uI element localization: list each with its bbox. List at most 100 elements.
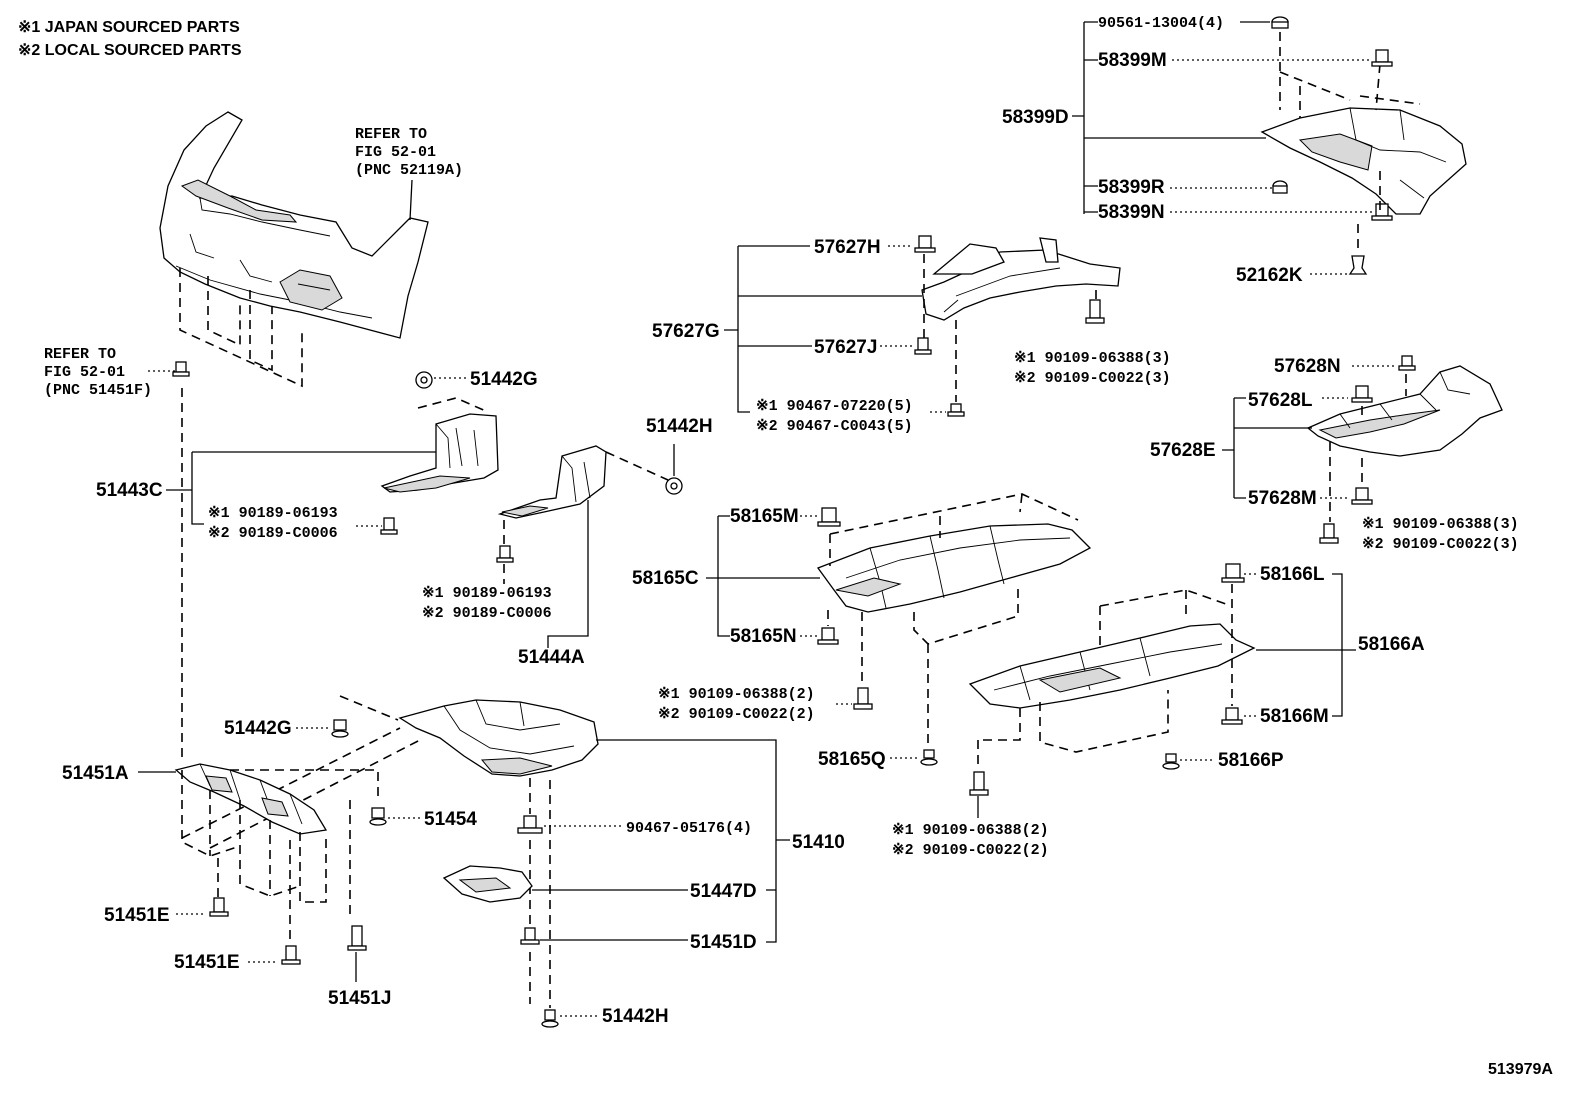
label-58166p: 58166P [1218,750,1284,771]
label-51447d: 51447D [690,881,757,902]
clip-57628n-icon [1398,355,1416,371]
cover-51410 [398,699,599,777]
plate-51447d [442,865,533,903]
clip-51442h-low-icon [541,1009,559,1028]
label-51451j: 51451J [328,988,391,1009]
bracket-57627g-lines [724,245,922,413]
label-51442g-low: 51442G [224,718,292,739]
label-51451a: 51451A [62,763,129,784]
label-51444a-bolt-1: ※1 90189-06193 [422,585,552,602]
clip-51442g-top-icon [415,371,433,389]
label-58166l: 58166L [1260,564,1325,585]
bracket-51410-lines [596,739,790,943]
cover-58166a [968,623,1256,709]
label-51444a-bolt-2: ※2 90189-C0006 [422,605,552,622]
bracket-51443c-lines [166,451,436,525]
label-58399n: 58399N [1098,202,1165,223]
label-57627-clip-1: ※1 90109-06388(3) [1014,350,1171,367]
label-57627-bolt-2: ※2 90467-C0043(5) [756,418,913,435]
label-51444a: 51444A [518,647,585,668]
label-57628e: 57628E [1150,440,1216,461]
clip-57627j-icon [914,337,932,355]
bolt-57627-icon [947,403,965,417]
refer-bumper-line3: (PNC 52119A) [355,162,463,179]
clip-58166m-icon [1221,707,1243,725]
label-57627h: 57627H [814,237,881,258]
label-57628-clip-2: ※2 90109-C0022(3) [1362,536,1519,553]
clip-58399n-icon [1371,203,1393,221]
cover-58399d [1260,107,1467,215]
label-57628l: 57628L [1248,390,1313,411]
clip-57627h-icon [914,235,936,253]
label-58165m: 58165M [730,506,799,527]
clip-51454-icon [369,807,387,826]
clip-57628l-icon [1351,385,1373,403]
refer-bracket-clip-icon [172,361,190,377]
clip-58166p-icon [1162,753,1180,770]
label-58166m: 58166M [1260,706,1329,727]
guide-51410 [181,695,421,849]
bracket-58399d-lines [1072,21,1266,214]
bracket-51443c [380,413,499,493]
refer-bracket-line3: (PNC 51451F) [44,382,152,399]
nut-58399r-icon [1272,180,1288,194]
bolt-51451j-icon [347,925,367,951]
label-51442g-top: 51442G [470,369,538,390]
label-58165q: 58165Q [818,749,886,770]
label-52162k: 52162K [1236,265,1303,286]
bracket-58165c-lines [706,515,820,637]
bracket-51444a [497,445,607,519]
guide-57628m [1329,442,1363,522]
guide-58165c-top [829,493,1079,566]
refer-bumper-leader [409,179,413,221]
clip-57628m-icon [1351,487,1373,505]
guide-51444a [605,451,669,481]
guide-58165c-fasteners [827,610,929,746]
refer-bumper-line1: REFER TO [355,126,427,143]
bracket-57628e-lines [1222,397,1312,499]
label-51451e-b: 51451E [174,952,240,973]
front-bumper-illustration [159,111,429,339]
label-58399d: 58399D [1002,107,1069,128]
guide-58399d [1279,32,1421,118]
label-57627-clip-2: ※2 90109-C0022(3) [1014,370,1171,387]
figure-id: 513979A [1488,1061,1553,1078]
label-58166-bolt-1: ※1 90109-06388(2) [892,822,1049,839]
label-51442h-low: 51442H [602,1006,669,1027]
bolt-51451e-a-icon [209,897,229,917]
clip-52162k-icon [1348,255,1368,275]
label-58166a: 58166A [1358,634,1425,655]
bracket-51451a [174,763,328,835]
bolt-57628-icon [1319,523,1339,544]
guide-51443c [417,397,489,413]
clip-58166l-icon [1221,563,1245,583]
clip-58165q-icon [920,749,938,766]
legend-local: ※2 LOCAL SOURCED PARTS [18,42,242,59]
bolt-51444a-icon [496,545,514,563]
label-51454: 51454 [424,809,477,830]
label-51451e-a: 51451E [104,905,170,926]
label-57628m: 57628M [1248,488,1317,509]
guide-51451a [181,769,379,920]
label-57628n: 57628N [1274,356,1341,377]
label-58399r: 58399R [1098,177,1165,198]
bolt-58165-icon [853,687,873,710]
label-58165c: 58165C [632,568,699,589]
label-51451d: 51451D [690,932,757,953]
clip-51442g-low-icon [331,719,349,738]
guide-58399n [1357,168,1381,252]
legend-japan: ※1 JAPAN SOURCED PARTS [18,19,240,36]
label-90467: 90467-05176(4) [626,820,752,837]
guide-bumper-3 [249,290,273,372]
clip-58165n-icon [817,627,839,645]
label-51443c-bolt-2: ※2 90189-C0006 [208,525,338,542]
clip-58399m-icon [1371,49,1393,67]
cover-57628e [1306,365,1503,457]
guide-58166a-top [1099,589,1227,646]
label-57627-bolt-1: ※1 90467-07220(5) [756,398,913,415]
guide-bumper-1 [179,268,303,388]
guide-bumper-2 [207,276,241,347]
label-51443c-bolt-1: ※1 90189-06193 [208,505,338,522]
bolt-51443c-icon [380,517,398,535]
